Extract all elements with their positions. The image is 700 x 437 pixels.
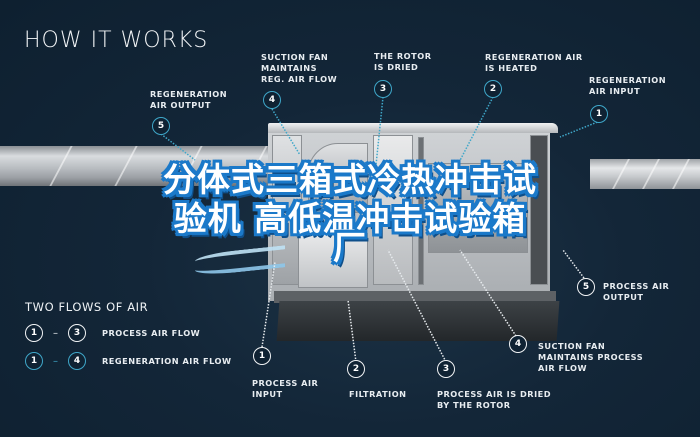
regen-step-5-badge: 5 xyxy=(152,117,170,135)
legend: TWO FLOWS OF AIR 1 – 3 PROCESS AIR FLOW … xyxy=(25,300,232,370)
regeneration-duct-right xyxy=(590,159,700,189)
overlay-title-line-1: 分体式三箱式冷热冲击试 xyxy=(163,160,537,199)
regen-step-4-badge: 4 xyxy=(263,91,281,109)
legend-label: PROCESS AIR FLOW xyxy=(102,327,201,338)
legend-item-regeneration: 1 – 4 REGENERATION AIR FLOW xyxy=(25,352,232,370)
process-step-4-badge: 4 xyxy=(509,335,527,353)
overlay-title-line-2: 验机 高低温冲击试验箱 xyxy=(173,199,527,238)
regen-step-2-badge: 2 xyxy=(484,80,502,98)
legend-to-badge: 3 xyxy=(68,324,86,342)
regen-step-1-badge: 1 xyxy=(590,105,608,123)
process-step-5-badge: 5 xyxy=(577,278,595,296)
overlay-title-line-3: 厂 xyxy=(333,228,367,267)
legend-label: REGENERATION AIR FLOW xyxy=(102,355,232,366)
legend-to-badge: 4 xyxy=(68,352,86,370)
legend-from-badge: 1 xyxy=(25,352,43,370)
page-title: HOW IT WORKS xyxy=(24,28,209,53)
legend-item-process: 1 – 3 PROCESS AIR FLOW xyxy=(25,324,232,342)
regen-step-3-badge: 3 xyxy=(374,80,392,98)
process-step-3-badge: 3 xyxy=(437,360,455,378)
process-step-2-badge: 2 xyxy=(347,360,365,378)
legend-title: TWO FLOWS OF AIR xyxy=(25,300,149,314)
process-step-1-badge: 1 xyxy=(253,347,271,365)
process-step-2-label: FILTRATION xyxy=(349,389,407,399)
legend-from-badge: 1 xyxy=(25,324,43,342)
regeneration-duct-left xyxy=(0,146,280,186)
